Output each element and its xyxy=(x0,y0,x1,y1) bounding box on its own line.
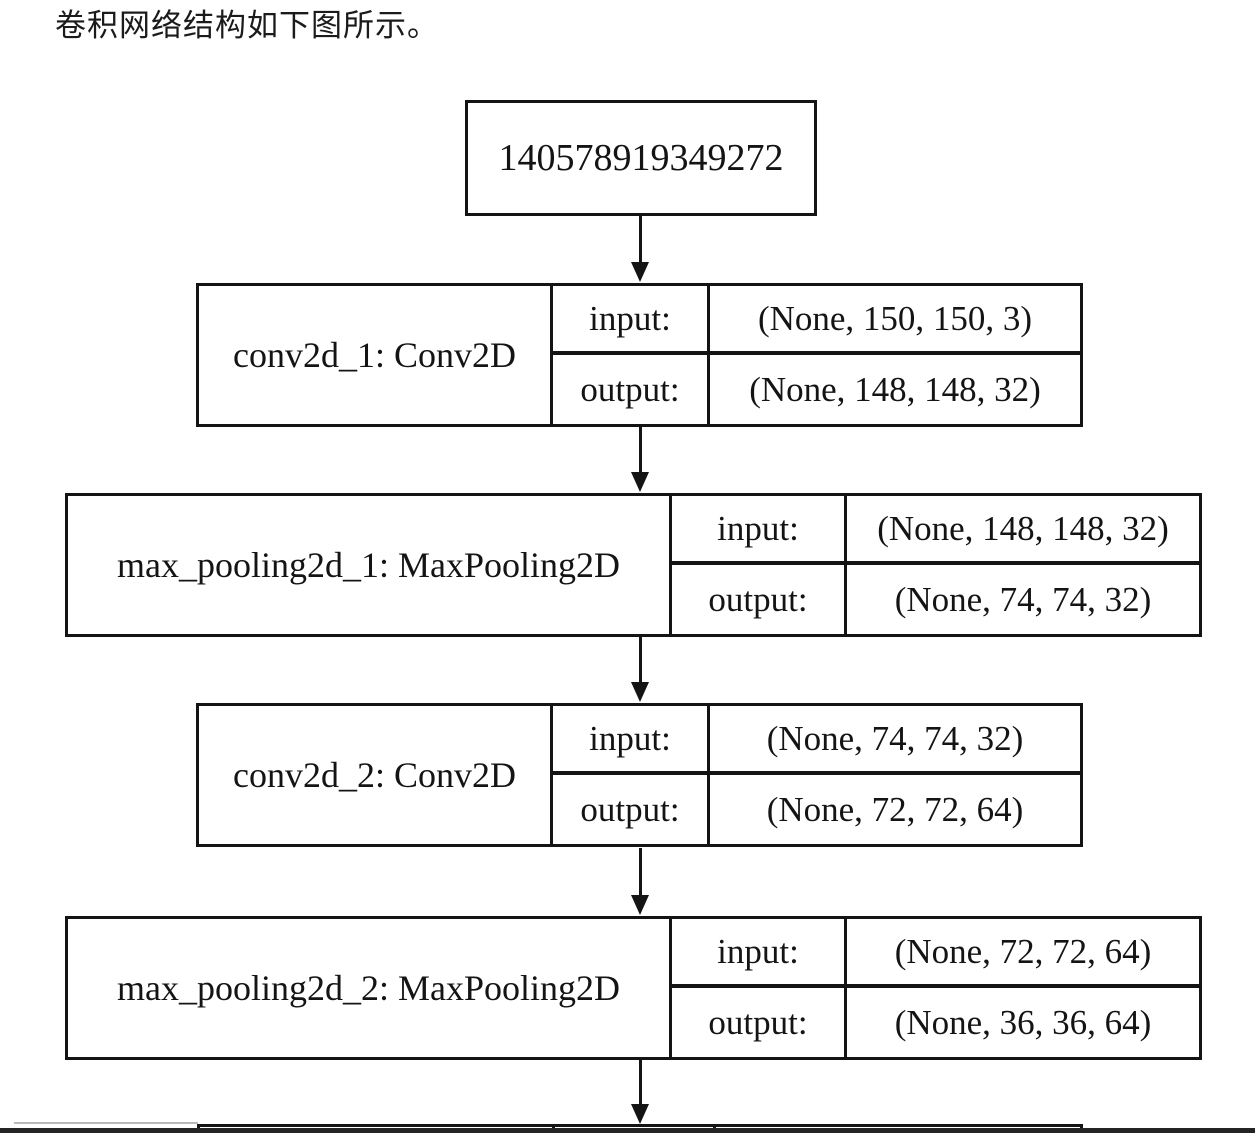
edge-arrow-shaft xyxy=(639,215,642,263)
edge-arrow-shaft xyxy=(639,1058,642,1105)
arrow-down-icon xyxy=(631,262,649,282)
edge-arrow-shaft xyxy=(639,427,642,473)
input-label-cell: input: xyxy=(672,919,847,988)
edge-arrow-shaft xyxy=(639,637,642,683)
input-shape-cell: (None, 74, 74, 32) xyxy=(710,706,1080,775)
node-conv2d-2: conv2d_2: Conv2D input: (None, 74, 74, 3… xyxy=(196,703,1083,847)
output-shape-cell: (None, 72, 72, 64) xyxy=(766,789,1024,829)
input-shape-cell: (None, 72, 72, 64) xyxy=(847,919,1199,988)
arrow-down-icon xyxy=(631,1104,649,1124)
arrow-down-icon xyxy=(631,895,649,915)
node-conv2d-1: conv2d_1: Conv2D input: (None, 150, 150,… xyxy=(196,283,1083,427)
page-divider-line xyxy=(14,1122,198,1124)
caption-text: 卷积网络结构如下图所示。 xyxy=(55,8,439,44)
layer-name-cell: max_pooling2d_2: MaxPooling2D xyxy=(68,919,672,1057)
input-shape-cell: (None, 148, 148, 32) xyxy=(847,496,1199,565)
output-shape-cell: (None, 74, 74, 32) xyxy=(894,579,1152,619)
layer-name-cell: conv2d_1: Conv2D xyxy=(199,286,553,424)
node-max-pooling2d-1: max_pooling2d_1: MaxPooling2D input: (No… xyxy=(65,493,1202,637)
model-id-label: 140578919349272 xyxy=(498,137,784,179)
viewport-bottom-bar xyxy=(0,1128,1255,1133)
output-shape-cell: (None, 148, 148, 32) xyxy=(749,369,1041,409)
node-max-pooling2d-2: max_pooling2d_2: MaxPooling2D input: (No… xyxy=(65,916,1202,1060)
layer-name-cell: conv2d_2: Conv2D xyxy=(199,706,553,844)
input-shape-cell: (None, 150, 150, 3) xyxy=(710,286,1080,355)
input-label-cell: input: xyxy=(553,286,710,355)
input-label-cell: input: xyxy=(553,706,710,775)
output-shape-cell: (None, 36, 36, 64) xyxy=(894,1002,1152,1042)
edge-arrow-shaft xyxy=(639,848,642,896)
output-label-cell: output: xyxy=(672,988,847,1057)
input-label-cell: input: xyxy=(672,496,847,565)
layer-name-cell: max_pooling2d_1: MaxPooling2D xyxy=(68,496,672,634)
arrow-down-icon xyxy=(631,472,649,492)
arrow-down-icon xyxy=(631,682,649,702)
output-label-cell: output: xyxy=(553,355,710,424)
model-id-node: 140578919349272 xyxy=(465,100,817,216)
output-label-cell: output: xyxy=(553,775,710,844)
output-label-cell: output: xyxy=(672,565,847,634)
